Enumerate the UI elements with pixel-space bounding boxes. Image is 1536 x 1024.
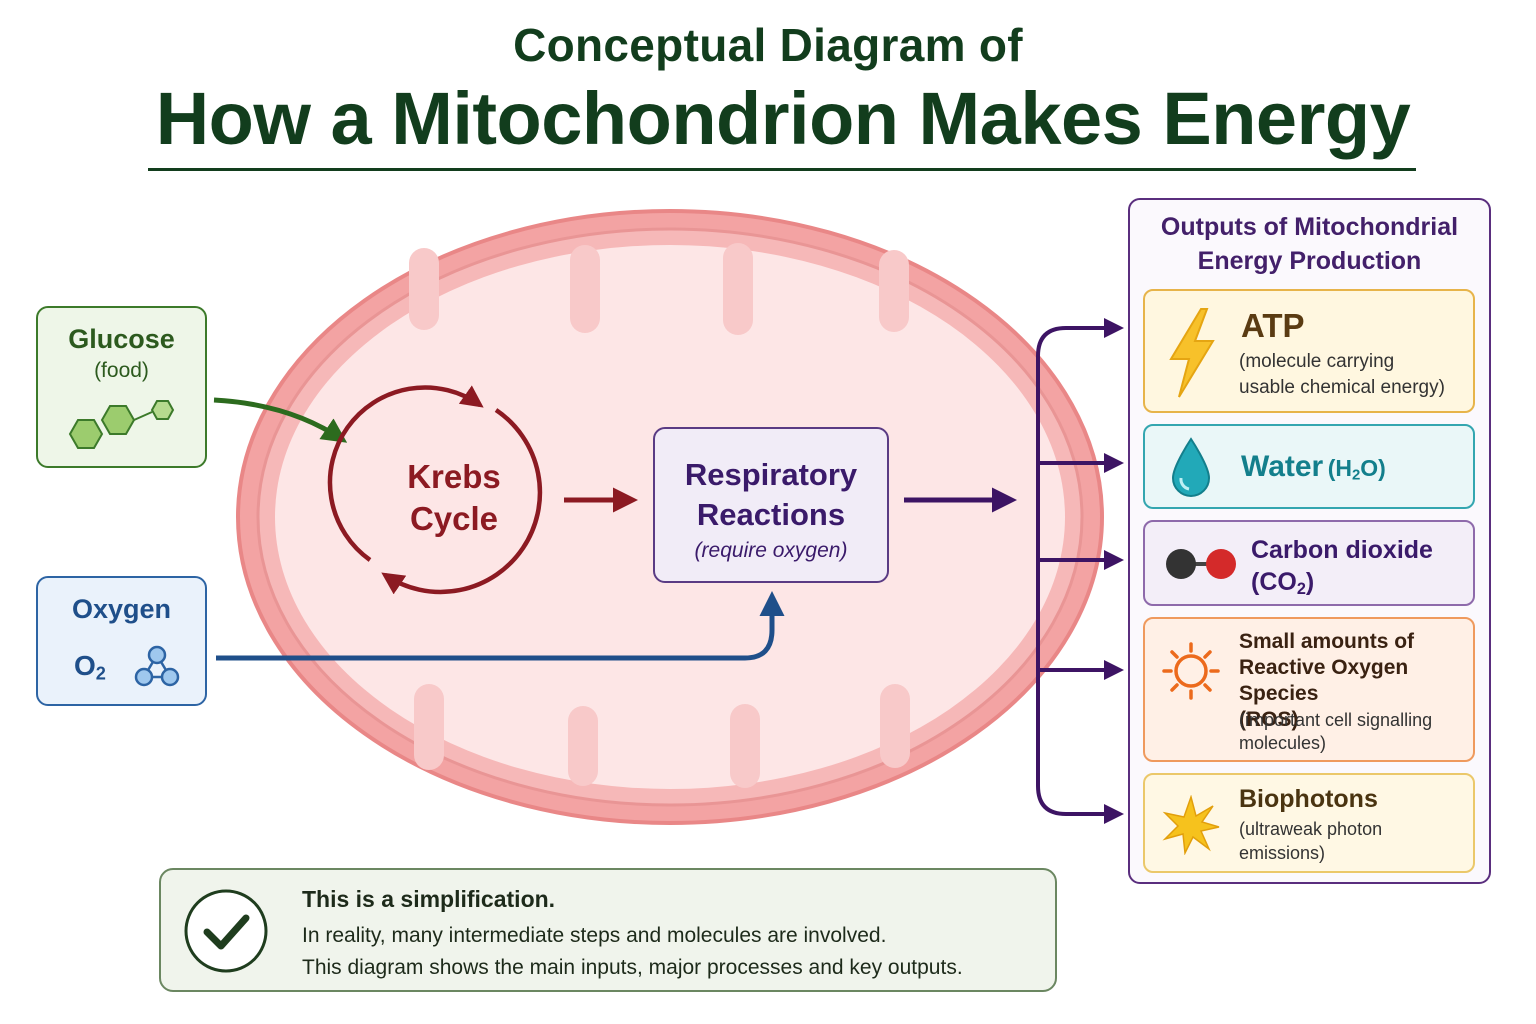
krebs-cycle-arrow-bottom — [381, 408, 543, 595]
cristae-top — [409, 243, 909, 335]
simplification-note: This is a simplification. In reality, ma… — [159, 868, 1057, 992]
oxygen-molecule-icon — [134, 645, 180, 687]
krebs-cycle-label: Krebs Cycle — [376, 456, 532, 540]
page-title: How a Mitochondrion Makes Energy — [155, 77, 1411, 160]
water-drop-icon — [1171, 437, 1211, 497]
sun-ring-icon — [1162, 642, 1220, 700]
co2-label: Carbon dioxide (CO2) — [1251, 536, 1433, 599]
title-divider — [148, 168, 1416, 171]
outputs-panel-title: Outputs of Mitochondrial Energy Producti… — [1128, 210, 1491, 278]
cristae-bottom — [414, 684, 910, 788]
glucose-subtitle: (food) — [94, 359, 149, 382]
outputs-title-line-2: Energy Production — [1197, 247, 1422, 275]
output-card-co2: Carbon dioxide (CO2) — [1143, 520, 1475, 606]
krebs-line-2: Cycle — [409, 500, 499, 537]
glucose-arrow — [213, 397, 348, 443]
oxygen-title: Oxygen — [71, 594, 172, 624]
star-burst-icon — [1162, 795, 1220, 855]
glucose-input-box: Glucose (food) — [36, 306, 207, 468]
oxygen-arrow — [216, 591, 785, 661]
water-label: Water (H2O) — [1241, 450, 1386, 484]
note-line-1: In reality, many intermediate steps and … — [302, 924, 887, 947]
krebs-line-1: Krebs — [407, 458, 501, 495]
oxygen-formula: O2 — [74, 650, 106, 684]
glucose-title: Glucose — [68, 324, 175, 354]
checkmark-icon — [184, 889, 268, 973]
note-line-2: This diagram shows the main inputs, majo… — [302, 956, 963, 979]
output-branch-line — [1036, 326, 1118, 816]
respiratory-note: (require oxygen) — [694, 539, 848, 562]
ros-label: Small amounts of Reactive Oxygen Species… — [1239, 630, 1415, 731]
title-line-1: Conceptual Diagram of — [513, 19, 1023, 71]
ros-description: (important cell signalling molecules) — [1239, 710, 1433, 753]
respiratory-line-1: Respiratory — [684, 457, 858, 492]
output-card-atp: ATP (molecule carrying usable chemical e… — [1143, 289, 1475, 413]
atp-title: ATP — [1241, 307, 1305, 344]
outputs-title-line-1: Outputs of Mitochondrial — [1160, 213, 1459, 241]
oxygen-input-box: Oxygen O2 — [36, 576, 207, 706]
output-card-biophotons: Biophotons (ultraweak photon emissions) — [1143, 773, 1475, 873]
note-title: This is a simplification. — [302, 886, 556, 912]
lightning-bolt-icon — [1169, 308, 1215, 398]
biophotons-title: Biophotons — [1239, 785, 1378, 813]
respiratory-line-2: Reactions — [696, 497, 846, 532]
krebs-cycle-arrow-top — [327, 385, 484, 562]
atp-description: (molecule carrying usable chemical energ… — [1239, 351, 1445, 398]
output-card-water: Water (H2O) — [1143, 424, 1475, 509]
co2-molecule-icon — [1166, 549, 1236, 579]
hexagon-molecule-icon — [68, 400, 175, 449]
output-card-ros: Small amounts of Reactive Oxygen Species… — [1143, 617, 1475, 762]
biophotons-description: (ultraweak photon emissions) — [1239, 819, 1383, 863]
respiratory-reactions-box: Respiratory Reactions (require oxygen) — [653, 427, 889, 583]
